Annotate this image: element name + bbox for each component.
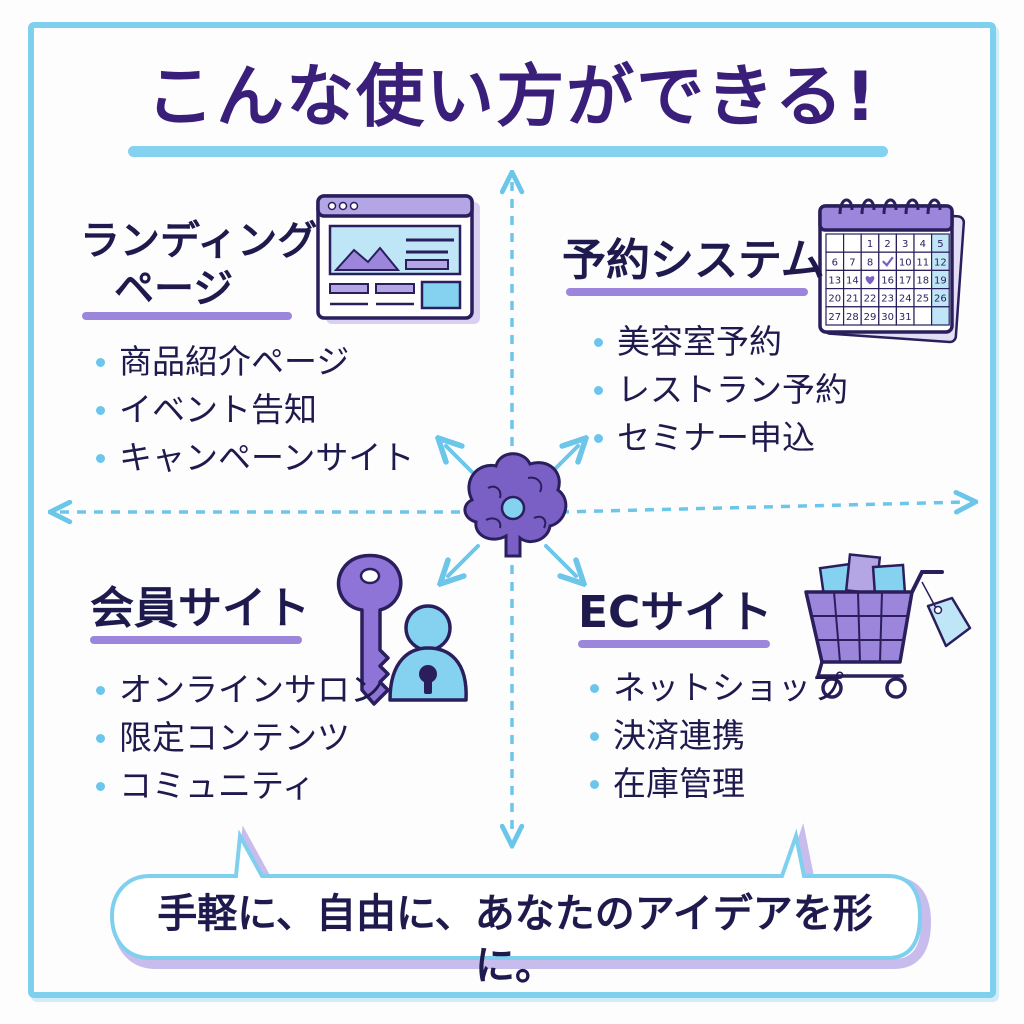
bullet-icon [96,685,105,695]
calendar-day: 21 [846,294,859,305]
list-item: 決済連携 [590,712,844,760]
calendar-day: 26 [934,294,947,305]
list-item: 商品紹介ページ [96,338,414,386]
bullet-icon [590,683,599,693]
key-lock-user-icon [336,553,468,706]
calendar-day: 31 [899,312,912,323]
calendar-cell [878,251,897,271]
calendar-day: 10 [899,257,912,268]
member-site-list: オンラインサロン 限定コンテンツ コミュニティ [96,666,383,810]
outer-frame [28,22,996,998]
bullet-icon [96,405,105,415]
ec-site-list: ネットショップ 決済連携 在庫管理 [590,664,844,808]
calendar-day: 4 [920,239,926,250]
calendar-day: 17 [899,276,912,287]
list-item: 美容室予約 [594,318,848,366]
ec-site-title: ECサイト [578,587,773,638]
calendar-day: 30 [881,312,894,323]
bullet-icon [590,779,599,789]
bullet-icon [96,357,105,367]
checkmark-icon [882,256,894,267]
calendar-day: 2 [884,239,890,250]
calendar-cell [913,306,933,326]
list-item: 在庫管理 [590,760,844,808]
shopping-cart-icon [804,553,972,699]
list-item: セミナー申込 [594,414,848,462]
calendar-day: 22 [864,294,877,305]
bullet-icon [96,781,105,791]
browser-window-icon [316,194,480,324]
calendar-cell [825,233,845,253]
axis-lines [60,182,966,836]
ec-site-underline [578,640,770,648]
bullet-icon [594,385,603,395]
calendar-day: 3 [902,239,908,250]
bullet-icon [594,433,603,443]
brain-icon [463,452,568,558]
bullet-icon [590,731,599,741]
calendar-day: 19 [934,276,947,287]
page-title: こんな使い方ができる! [146,58,878,137]
calendar-day: 8 [867,257,873,268]
list-item: イベント告知 [96,386,414,434]
list-item: レストラン予約 [594,366,848,414]
list-item: 限定コンテンツ [96,714,383,762]
calendar-day: 28 [846,312,859,323]
arrow-down-right [544,544,576,576]
list-item: コミュニティ [96,762,383,810]
calendar-day: 5 [937,239,943,250]
arrow-down-left [448,544,480,576]
list-item: オンラインサロン [96,666,383,714]
calendar-day: 29 [864,312,877,323]
calendar-day: 1 [867,239,873,250]
list-item: ネットショップ [590,664,844,712]
calendar-day: 20 [828,294,841,305]
calendar-cell [842,233,862,253]
heart-icon [865,276,875,285]
landing-page-underline [82,312,292,320]
bullet-icon [594,337,603,347]
landing-page-title-line2: ページ [114,266,234,312]
member-site-underline [90,636,302,644]
calendar-day: 25 [916,294,929,305]
calendar-day: 14 [846,276,859,287]
calendar-day: 27 [828,312,841,323]
list-item: キャンペーンサイト [96,434,414,482]
title-underline [128,146,888,157]
bullet-icon [96,453,105,463]
calendar-day: 6 [832,257,838,268]
calendar-cell [930,306,950,326]
calendar-day: 16 [881,276,894,287]
landing-page-title-line1: ランディング [80,218,318,264]
reservation-system-list: 美容室予約 レストラン予約 セミナー申込 [594,318,848,462]
axis-horizontal-right [559,502,966,512]
calendar-day: 24 [899,294,912,305]
callout-text: 手軽に、自由に、あなたのアイデアを形に。 [157,891,873,989]
calendar-day: 7 [849,257,855,268]
member-site-title: 会員サイト [90,583,310,634]
calendar-day: 12 [934,257,947,268]
callout-bubble [109,823,932,969]
reservation-system-title: 予約システム [562,235,825,286]
landing-page-list: 商品紹介ページ イベント告知 キャンペーンサイト [96,338,414,482]
calendar-day: 18 [916,276,929,287]
calendar-day: 23 [881,294,894,305]
calendar-day: 13 [828,276,841,287]
reservation-system-underline [566,288,808,296]
bullet-icon [96,733,105,743]
calendar-day: 11 [916,257,929,268]
